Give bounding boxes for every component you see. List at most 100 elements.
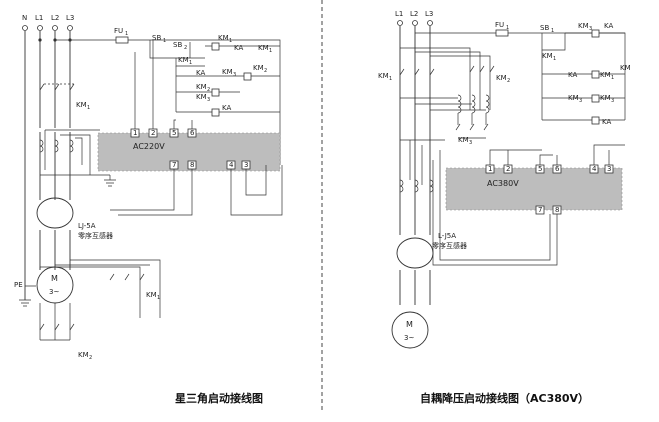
svg-text:1: 1 [389, 76, 392, 82]
svg-text:1: 1 [269, 48, 272, 54]
left-km2-contacts [39, 323, 75, 331]
right-l3-terminal [427, 20, 433, 26]
svg-text:8: 8 [555, 206, 559, 214]
svg-text:3: 3 [207, 97, 210, 103]
svg-text:KM: KM [146, 291, 157, 299]
left-zero-sequence-ct [36, 197, 74, 229]
svg-text:3: 3 [607, 165, 611, 173]
svg-text:2: 2 [507, 78, 510, 84]
right-phase-l3: L3 [425, 10, 433, 18]
left-l2-terminal [52, 25, 58, 31]
left-motor-star-wires [39, 259, 161, 318]
svg-text:KA: KA [222, 104, 231, 112]
right-autotransformer-feed [400, 47, 491, 110]
svg-text:KM: KM [542, 52, 553, 60]
right-fuse-fu1 [495, 29, 509, 37]
left-ground-wire [40, 174, 111, 180]
left-km1-main-contacts: KM 1 [39, 83, 90, 111]
left-l3-terminal [67, 25, 73, 31]
left-ground-icon [104, 179, 116, 187]
right-controller-top-wires [489, 144, 625, 165]
right-caption: 自耦降压启动接线图（AC380V） [420, 391, 589, 405]
left-phase-n: N [22, 14, 27, 22]
svg-text:FU: FU [495, 21, 504, 29]
left-motor [36, 266, 74, 304]
right-current-coils [399, 179, 434, 193]
svg-text:KM: KM [578, 22, 589, 30]
left-phase-l2: L2 [51, 14, 59, 22]
svg-text:KM: KM [178, 56, 189, 64]
svg-text:3~: 3~ [49, 288, 59, 296]
svg-text:3~: 3~ [404, 334, 414, 342]
right-motor [391, 311, 429, 349]
svg-text:M: M [406, 320, 413, 329]
right-controller-box [445, 167, 623, 211]
left-km1-delta-contacts [109, 273, 145, 281]
left-km2-label: KM [78, 351, 89, 359]
right-phase-l2: L2 [410, 10, 418, 18]
svg-text:SB: SB [540, 24, 549, 32]
svg-text:KM: KM [218, 34, 229, 42]
svg-text:3: 3 [233, 72, 236, 78]
left-controller-top-wires [134, 40, 193, 129]
svg-text:3: 3 [589, 26, 592, 32]
svg-text:1: 1 [229, 38, 232, 44]
svg-text:1: 1 [157, 295, 160, 301]
svg-text:1: 1 [163, 38, 166, 44]
svg-text:KM: KM [196, 83, 207, 91]
svg-text:M: M [51, 274, 58, 283]
left-l1-terminal [37, 25, 43, 31]
right-phase-l1: L1 [395, 10, 403, 18]
left-n-terminal [22, 25, 28, 31]
svg-text:KM: KM [253, 64, 264, 72]
left-coil-row-2: KA KM 3 KM 2 [175, 64, 280, 112]
right-km3-contacts [455, 123, 489, 139]
svg-text:2: 2 [207, 87, 210, 93]
svg-text:KM: KM [222, 68, 233, 76]
svg-text:1: 1 [611, 75, 614, 81]
svg-text:1: 1 [553, 56, 556, 62]
svg-text:KM: KM [568, 94, 579, 102]
svg-text:6: 6 [190, 129, 195, 137]
right-controller-label: AC380V [487, 179, 519, 188]
svg-text:4: 4 [592, 165, 597, 173]
svg-text:KM: KM [76, 101, 87, 109]
svg-text:KM: KM [600, 71, 611, 79]
right-zero-sequence-ct [396, 237, 434, 269]
svg-text:2: 2 [264, 68, 267, 74]
left-coil-row-1: KM 1 KA KM 1 [205, 34, 280, 54]
left-controller-bottom-wires [110, 165, 283, 216]
svg-text:KM: KM [196, 93, 207, 101]
left-lower-phase-wires [39, 303, 71, 341]
svg-text:1: 1 [506, 25, 509, 31]
svg-text:8: 8 [190, 161, 194, 169]
svg-text:7: 7 [172, 161, 176, 169]
svg-text:SB: SB [173, 41, 182, 49]
autotransformer-diagram: L1 L2 L3 KM 1 KM 2 KM 3 FU 1 SB 1 KM 1 K… [378, 10, 631, 405]
right-l1-terminal [397, 20, 403, 26]
svg-text:KM: KM [258, 44, 269, 52]
svg-text:3: 3 [579, 98, 582, 104]
right-phase-lines [399, 26, 431, 305]
svg-text:KA: KA [602, 118, 611, 126]
right-km1-contacts [399, 68, 435, 76]
left-coil-row-4: KA [176, 104, 280, 117]
right-l2-terminal [412, 20, 418, 26]
svg-text:KA: KA [568, 71, 577, 79]
right-km2-contacts [469, 65, 495, 73]
svg-text:6: 6 [555, 165, 560, 173]
svg-text:2: 2 [151, 129, 155, 137]
svg-text:KM: KM [378, 72, 389, 80]
left-pe-label: PE [14, 281, 23, 289]
right-sb1-button [541, 33, 566, 51]
svg-text:7: 7 [538, 206, 542, 214]
left-pe-ground-icon [19, 285, 36, 307]
svg-text:5: 5 [172, 129, 176, 137]
svg-text:KA: KA [234, 44, 243, 52]
svg-text:3: 3 [469, 140, 472, 146]
svg-text:3: 3 [611, 98, 614, 104]
svg-text:3: 3 [244, 161, 248, 169]
svg-text:KM: KM [496, 74, 507, 82]
svg-text:1: 1 [551, 28, 554, 34]
